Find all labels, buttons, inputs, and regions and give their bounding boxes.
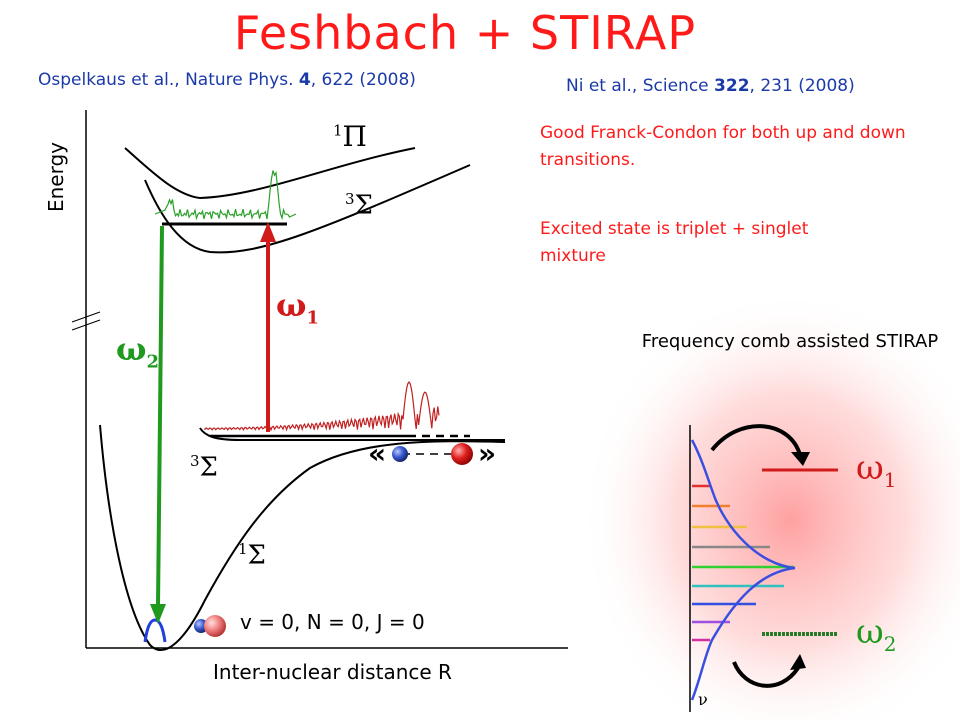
frequency-nu-label: ν [698,690,708,709]
comb-omega2-label: ω2 [856,612,897,656]
x-axis-label: Inter-nuclear distance R [213,660,452,684]
omega1-label: ω1 [276,286,319,329]
feshbach-spectrum [204,380,440,432]
close-quote-mark: » [478,437,497,470]
y-axis-label: Energy [44,141,68,212]
excited-state-spectrum [154,170,297,221]
omega2-arrow-shaft [156,225,164,607]
excited-state-note: Excited state is triplet + singlet mixtu… [540,219,809,266]
sigma1-state-label: 1Σ [238,540,266,571]
axis-break-mark [71,319,101,331]
reference-ospelkaus: Ospelkaus et al., Nature Phys. 4, 622 (2… [38,70,416,90]
comb-lower-curved-arrow [732,661,800,688]
sigma3-upper-potential-curve [144,164,471,254]
ground-state-quantum-numbers: v = 0, N = 0, J = 0 [240,610,425,634]
omega2-label: ω2 [116,330,159,373]
omega2-arrow-head [150,604,166,624]
comb-omega1-label: ω1 [856,448,897,492]
reference-ni: Ni et al., Science 322, 231 (2008) [566,76,855,96]
pi1-potential-curve [124,147,416,200]
page-title: Feshbach + STIRAP [233,6,697,60]
ground-wavefunction [143,618,167,643]
comb-glow [580,290,960,720]
comb-panel-title: Frequency comb assisted STIRAP [641,331,939,352]
potassium-atom [392,446,408,462]
axis-break-mark [71,311,101,323]
comb-upper-curved-arrow [710,424,802,456]
molecule-rubidium-atom [204,615,226,637]
open-quote-mark: « [368,437,387,470]
sigma1-ground-potential-curve [99,424,506,651]
sigma3-lower-potential-curve [199,427,505,442]
comb-envelope [690,439,796,701]
sigma3-upper-state-label: 3Σ [345,190,373,221]
comb-upper-arrow-head [791,452,810,466]
rubidium-atom [451,443,473,465]
molecule-potassium-atom [194,619,208,633]
pi1-state-label: 1Π [333,120,367,153]
omega1-arrow-head [260,222,276,242]
franck-condon-note: Good Franck-Condon for both up and down … [540,123,906,170]
comb-lower-arrow-head [790,654,806,670]
sigma3-lower-state-label: 3Σ [190,452,218,483]
